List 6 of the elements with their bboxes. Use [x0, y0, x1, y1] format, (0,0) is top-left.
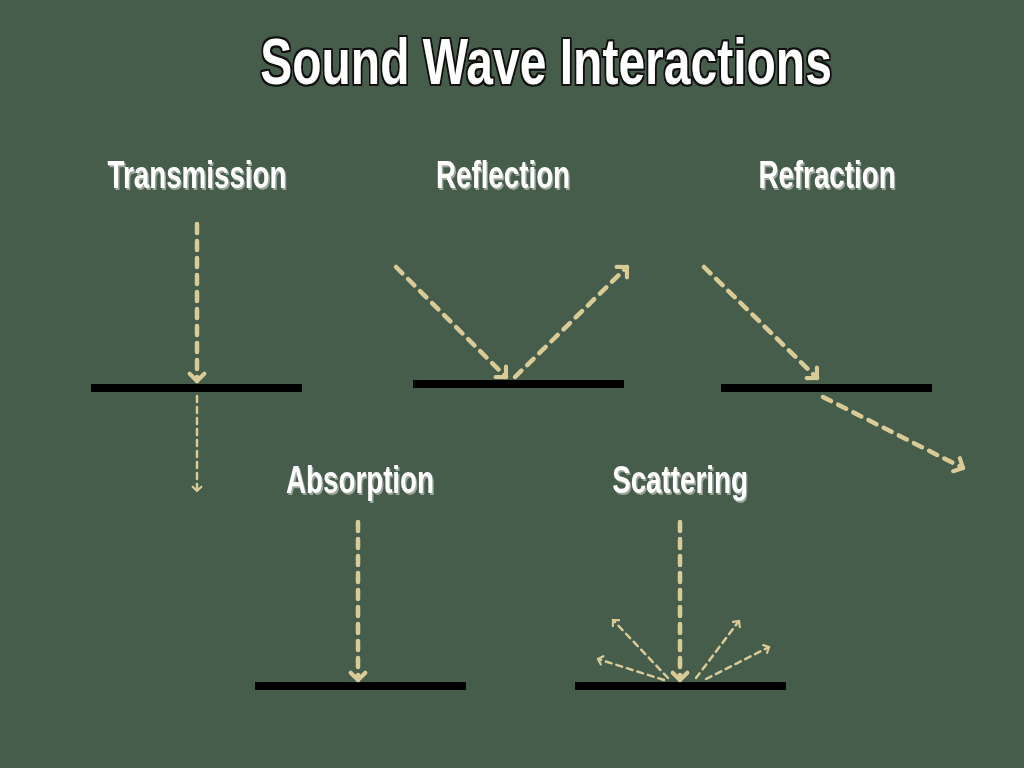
panel-heading: Scattering: [612, 461, 748, 499]
panel-heading: Reflection: [435, 156, 571, 194]
title: Sound Wave Interactions: [260, 30, 832, 94]
panel-heading: Refraction: [758, 156, 896, 194]
panel-heading: Absorption: [286, 461, 434, 499]
panel-heading: Transmission: [107, 156, 287, 194]
